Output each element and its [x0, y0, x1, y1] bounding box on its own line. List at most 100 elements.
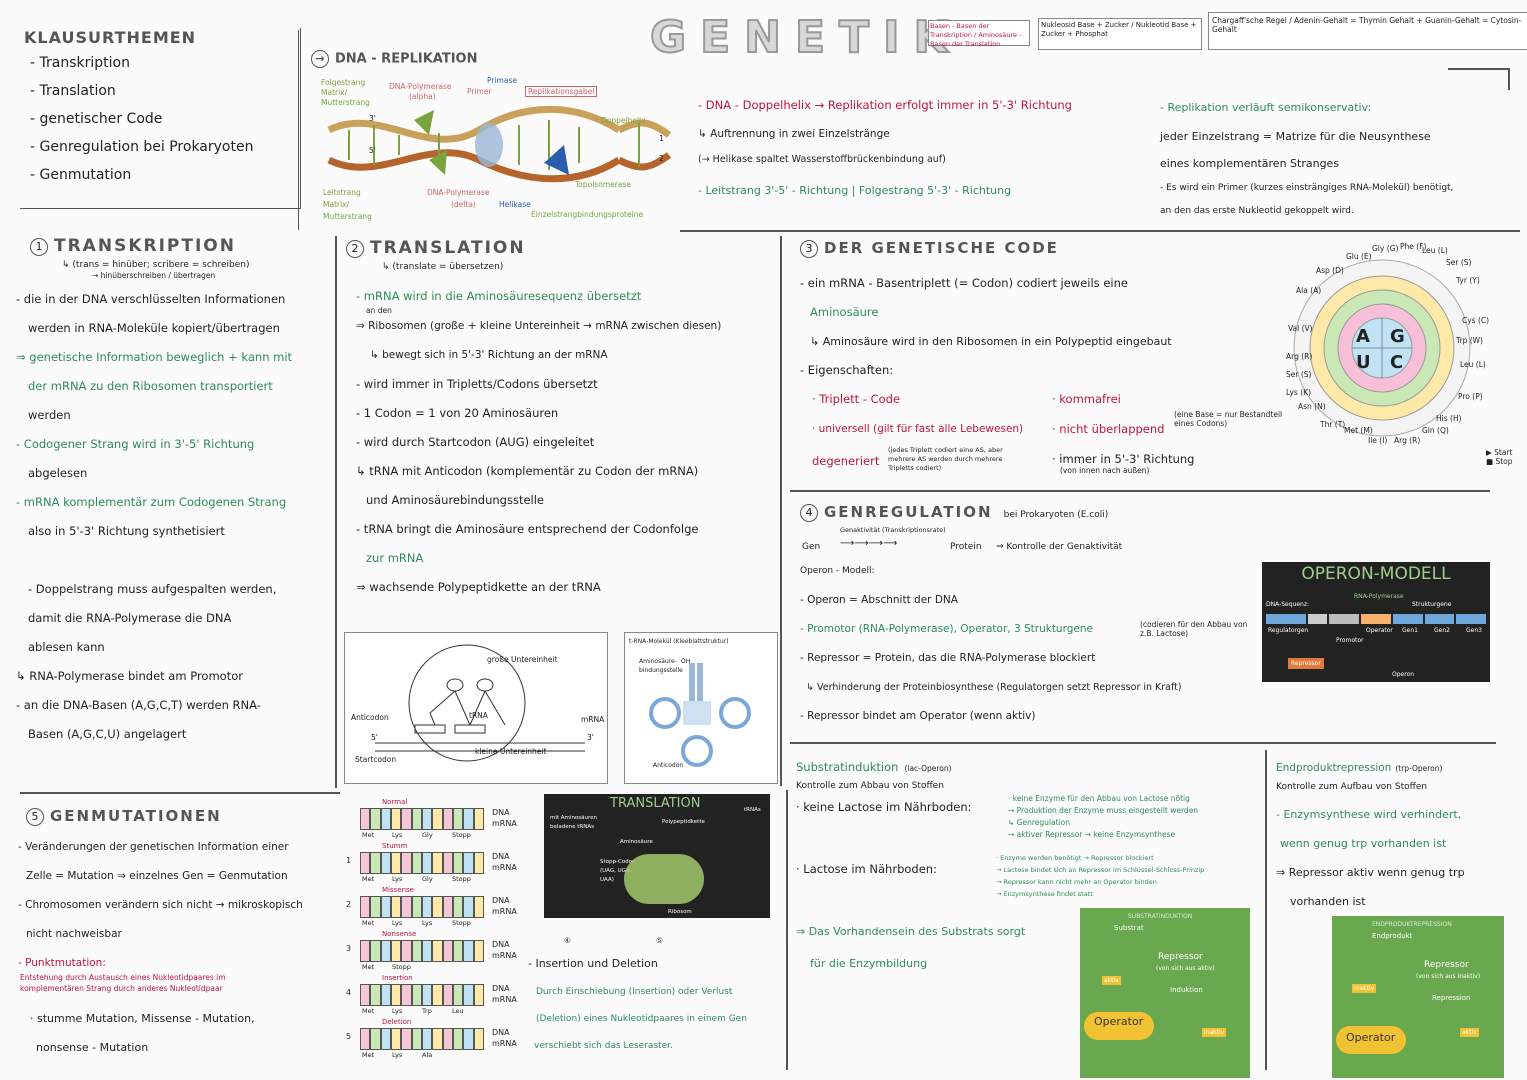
flow-protein: Protein — [950, 541, 982, 552]
amino-acid-label: Trp — [422, 1007, 432, 1015]
nucleotide-cell — [360, 1028, 371, 1050]
translation-subtitle: ↳ (translate = übersetzen) — [382, 262, 504, 272]
substrate-section: Substratinduktion(lac-Operon) Kontrolle … — [796, 756, 1256, 970]
nucleotide-cell — [360, 896, 371, 918]
section-number: 2 — [346, 239, 364, 258]
code-prop: · kommafrei — [1052, 392, 1121, 406]
operon-strand — [1266, 614, 1487, 624]
nucleotide-cell — [452, 852, 464, 874]
replication-label: Doppelhelix — [601, 116, 646, 125]
divider — [780, 236, 782, 786]
ribosome-label: Startcodon — [355, 755, 397, 764]
exam-topics-box: KLAUSURTHEMEN - Transkription - Translat… — [20, 28, 301, 209]
regulation-line: Operon - Modell: — [800, 565, 875, 576]
mutation-line: · stumme Mutation, Missense - Mutation, — [30, 1011, 255, 1025]
nucleotide-cell — [411, 852, 422, 874]
amino-label: Lys (K) — [1286, 388, 1311, 397]
replication-label: Primase — [487, 76, 517, 85]
ribosome-sketch — [375, 644, 585, 762]
ribosome-label: 3' — [587, 733, 594, 742]
nucleotide-cell — [411, 984, 422, 1006]
replication-label: 5' — [369, 146, 376, 155]
wheel-base: U — [1356, 352, 1371, 373]
dna-strip — [360, 1028, 484, 1050]
operon-segment — [1361, 614, 1391, 624]
amino-label: Ile (I) — [1368, 436, 1388, 445]
page-title: GENETIK — [649, 11, 962, 64]
replication-note: jeder Einzelstrang = Matrize für die Neu… — [1160, 130, 1431, 143]
insertion-marker: ④ — [564, 936, 571, 945]
nucleotide-cell — [411, 896, 422, 918]
mutation-line: nonsense - Mutation — [36, 1040, 149, 1054]
row-number: 4 — [346, 988, 352, 997]
mutation-line: - Punktmutation: — [18, 956, 106, 969]
operon-label: Gen1 — [1402, 627, 1418, 634]
amino-acid-label: Lys — [392, 919, 403, 927]
replication-note: - Es wird ein Primer (kurzes einsträngig… — [1160, 183, 1454, 193]
transcription-line: - Doppelstrang muss aufgespalten werden, — [28, 582, 277, 596]
amino-acid-label: Lys — [392, 1051, 403, 1059]
row-number: 5 — [346, 1032, 352, 1041]
divider — [1448, 68, 1510, 70]
nucleotide-cell — [463, 1028, 474, 1050]
transcription-line: abgelesen — [28, 466, 88, 480]
amino-acid-label: Met — [362, 963, 375, 971]
code-prop: · Triplett - Code — [812, 392, 901, 406]
strand-label: DNA — [492, 852, 510, 861]
regulation-line: - Repressor = Protein, das die RNA-Polym… — [800, 651, 1096, 664]
translation-line: ⇒ wachsende Polypeptidkette an der tRNA — [356, 580, 601, 594]
amino-label: Ala (A) — [1296, 286, 1322, 295]
operon-segment — [1456, 614, 1487, 624]
nucleotide-cell — [432, 940, 443, 962]
strand-label: mRNA — [492, 995, 517, 1004]
operator-block — [1336, 1026, 1406, 1054]
stop-icon: ■ — [1486, 457, 1494, 466]
ribosome-diagram: große Untereinheit tRNA Anticodon mRNA S… — [344, 632, 608, 784]
endproduct-image-label: ENDPRODUKTREPRESSION — [1372, 921, 1452, 928]
mutation-title: GENMUTATIONEN — [50, 807, 222, 825]
divider — [680, 230, 1520, 232]
section-number: 3 — [800, 239, 818, 258]
operon-image-title: OPERON-MODELL — [1301, 564, 1451, 584]
replication-label: Mutterstrang — [321, 98, 370, 107]
translation-line: zur mRNA — [366, 551, 424, 565]
replication-label: Matrix/ — [321, 88, 348, 97]
nucleotide-cell — [411, 1028, 422, 1050]
nucleotide-cell — [390, 1028, 402, 1050]
nucleotide-cell — [401, 808, 412, 830]
replication-label: 2 — [659, 154, 664, 163]
nucleotide-cell — [390, 940, 402, 962]
flow-arrow: ⟶⟶⟶⟶ — [840, 537, 898, 549]
nucleotide-cell — [452, 940, 464, 962]
nucleotide-cell — [421, 896, 433, 918]
trna-title: t-RNA-Molekül (Kleeblattstruktur) — [629, 638, 729, 645]
nucleotide-cell — [442, 808, 453, 830]
substrate-title-note: (lac-Operon) — [904, 764, 952, 773]
nucleotide-cell — [370, 1028, 381, 1050]
nucleotide-cell — [401, 852, 412, 874]
nucleotide-cell — [442, 984, 453, 1006]
dna-strip — [360, 984, 484, 1006]
divider — [335, 236, 337, 788]
code-title: DER GENETISCHE CODE — [824, 239, 1059, 257]
transcription-line: der mRNA zu den Ribosomen transportiert — [28, 379, 273, 393]
strand-label: mRNA — [492, 1039, 517, 1048]
endproduct-title-note: (trp-Operon) — [1395, 764, 1443, 773]
code-prop: · immer in 5'-3' Richtung — [1052, 452, 1195, 466]
regulation-note: (codieren für den Abbau von z.B. Lactose… — [1140, 620, 1248, 638]
insertion-line: Durch Einschiebung (Insertion) oder Verl… — [536, 987, 733, 997]
section-number: 5 — [26, 807, 44, 826]
replication-note: ↳ Auftrennung in zwei Einzelstränge — [698, 128, 890, 140]
divider — [1265, 750, 1267, 1070]
nucleotide-cell — [360, 984, 371, 1006]
flow-activity: Genaktivität (Transkriptionsrate) — [840, 525, 946, 534]
amino-label: Arg (R) — [1286, 352, 1313, 361]
substrate-line: → aktiver Repressor → keine Enzymsynthes… — [1008, 830, 1176, 839]
amino-label: Val (V) — [1288, 324, 1313, 333]
codon-wheel: A G U C Phe (F) Leu (L) Ser (S) Tyr (Y) … — [1286, 238, 1489, 458]
endproduct-sub: Kontrolle zum Aufbau von Stoffen — [1276, 782, 1428, 792]
replication-label: (delta) — [451, 200, 476, 209]
